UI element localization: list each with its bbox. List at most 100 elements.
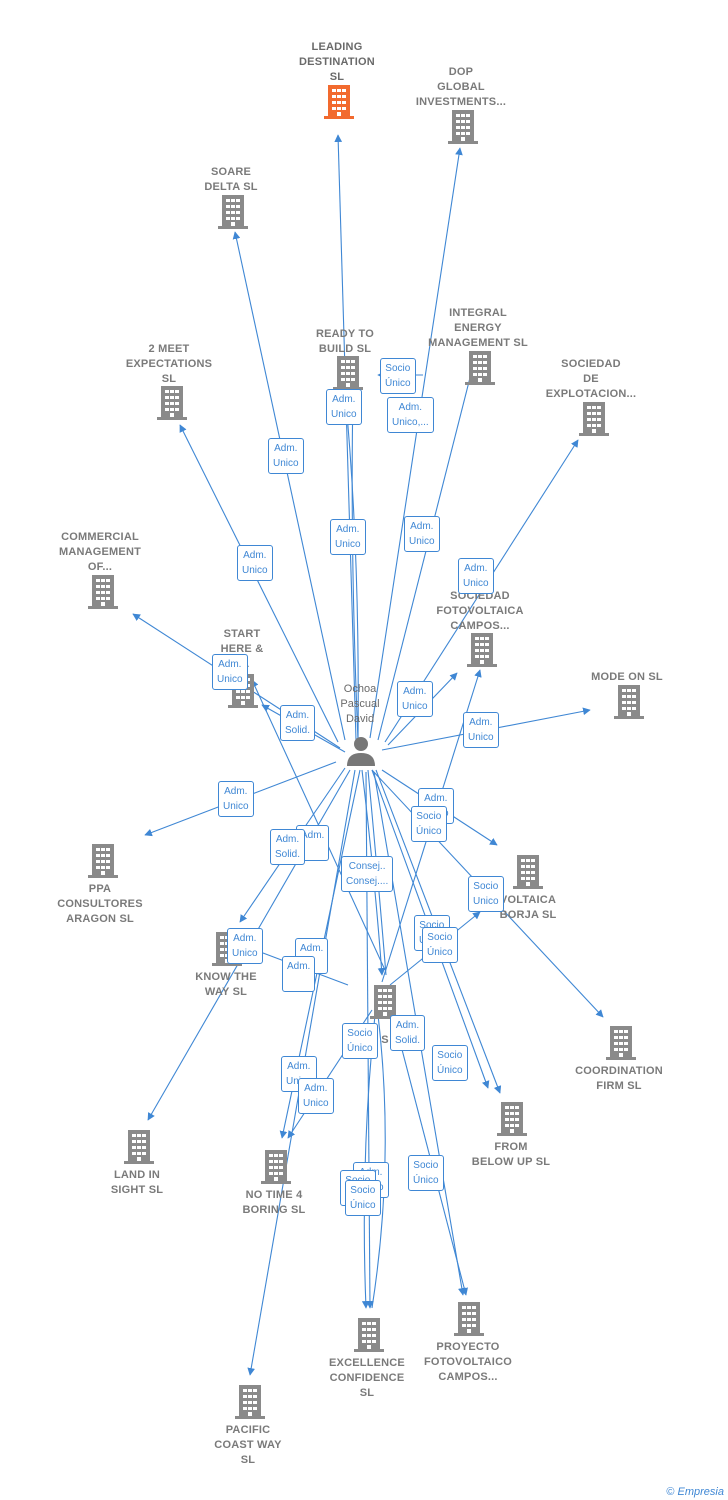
edge-role-label[interactable]: Adm.Unico [397, 681, 433, 717]
company-name-line: ARAGON SL [66, 913, 134, 925]
edge-role-line-2: Unico [223, 801, 249, 812]
company-name-line: BELOW UP SL [471, 1156, 551, 1168]
edge-role-label[interactable]: Adm. Unico [463, 712, 499, 748]
edge-role-line-1: Socio [416, 811, 442, 822]
edge-role-line-1: Adm. [301, 830, 325, 841]
empresia-footer[interactable]: © Empresia [666, 1486, 724, 1498]
building-icon [465, 351, 495, 385]
edge-role-label[interactable]: Adm.Solid. [280, 705, 316, 741]
edge-role-label[interactable]: Adm.Unico [227, 928, 263, 964]
edge-role-label[interactable]: Adm. [282, 956, 316, 992]
company-name-line: GLOBAL [437, 81, 485, 93]
building-icon [157, 386, 187, 420]
company-name-line: OF... [87, 561, 113, 573]
edge-role-line-1: Socio [427, 932, 453, 943]
building-icon [88, 575, 118, 609]
company-name-line: SL [359, 1387, 375, 1399]
edge-role-label[interactable]: Adm.Unico [218, 781, 254, 817]
edge-role-label[interactable]: Adm.Solid. [390, 1015, 426, 1051]
edge-role-line-1: Adm. [469, 717, 493, 728]
company-name-line: LAND IN [113, 1169, 160, 1181]
building-icon [333, 356, 363, 390]
edge-role-line-2: Unico [331, 409, 357, 420]
company-name-line: CAMPOS... [450, 620, 510, 632]
company-name-line: CONSULTORES [57, 898, 143, 910]
edge-role-line-1: Socio [350, 1185, 376, 1196]
edge-role-label[interactable]: Adm.Solid. [270, 829, 306, 865]
building-icon [614, 685, 644, 719]
company-name-line: DESTINATION [299, 56, 375, 68]
company-name-line: PACIFIC [225, 1424, 271, 1436]
company-name-line: SIGHT SL [110, 1184, 164, 1196]
edge-role-line-1: Adm. [332, 394, 356, 405]
building-icon [218, 195, 248, 229]
company-name-line: VOLTAICA [499, 894, 557, 906]
edge-role-line-2: Único [350, 1200, 376, 1211]
building-icon [261, 1150, 291, 1184]
company-name-line: PPA [88, 883, 112, 895]
edge-role-line-1: Adm. [287, 1061, 311, 1072]
edge-role-label[interactable]: Adm.Unico [268, 438, 304, 474]
edge-role-label[interactable]: Adm.Unico [330, 519, 366, 555]
edge-role-line-1: Socio [419, 920, 445, 931]
company-name-line: 2 MEET [148, 343, 190, 355]
company-name-line: CAMPOS... [438, 1371, 498, 1383]
edge-role-line-1: Socio [473, 881, 499, 892]
edge-role-label[interactable]: Adm.Unico [404, 516, 440, 552]
company-name-line: START [223, 628, 261, 640]
building-icon [370, 985, 400, 1019]
edge-role-label[interactable]: Adm. Unico [326, 389, 362, 425]
company-name-line: S [381, 1034, 389, 1046]
building-icon [88, 844, 118, 878]
company-name-line: READY TO [315, 328, 375, 340]
company-name-line: BORING SL [242, 1204, 306, 1216]
edge-role-label[interactable]: Adm.Unico [458, 558, 494, 594]
edge-role-label[interactable]: Adm.Unico [237, 545, 273, 581]
building-icon [235, 1385, 265, 1419]
edge-role-label[interactable]: Consej..Consej.... [341, 856, 394, 892]
company-name-line: KNOW THE [195, 971, 257, 983]
edge-role-line-2: Unico [232, 948, 258, 959]
edge-role-line-1: Socio [413, 1160, 439, 1171]
edge-role-line-2: Solid. [285, 725, 311, 736]
edge-line [179, 424, 339, 743]
edge-line [232, 231, 346, 741]
edge-role-line-1: Adm. [464, 563, 488, 574]
edge-role-line-1: Adm. [336, 524, 360, 535]
edge-role-label[interactable]: Adm.Unico [212, 654, 248, 690]
person-name-line-3: David [345, 713, 375, 725]
company-name-line: COMMERCIAL [61, 531, 139, 543]
edge-role-label[interactable]: Adm.Unico [298, 1078, 334, 1114]
person-node[interactable]: Ochoa Pascual David [320, 682, 400, 772]
edge-role-line-2: Unico [468, 732, 494, 743]
edge-role-line-1: Adm. [287, 961, 311, 972]
company-name-line: NO TIME 4 [245, 1189, 303, 1201]
edge-role-line-1: Adm. [275, 834, 300, 845]
edge-role-line-1: Socio [437, 1050, 463, 1061]
edge-role-line-2: Unico [402, 701, 428, 712]
edge-role-label[interactable]: Adm.Unico,... [387, 397, 434, 433]
company-name-line: SOCIEDAD [561, 358, 621, 370]
building-icon [497, 1102, 527, 1136]
edge-role-line-2: Unico [273, 458, 299, 469]
company-name-line: FIRM SL [596, 1080, 642, 1092]
company-name-line: SL [329, 71, 345, 83]
company-name-line: SL [240, 1454, 256, 1466]
edge-role-line-1: Adm. [304, 1083, 328, 1094]
company-name-line: PROYECTO [436, 1341, 500, 1353]
edge-role-line-2: Único [413, 1175, 439, 1186]
edge-line [369, 147, 463, 739]
building-icon [448, 110, 478, 144]
building-icon [513, 855, 543, 889]
company-name-line: MANAGEMENT [58, 546, 142, 558]
company-name-line: DOP [448, 66, 474, 78]
company-name-line: COORDINATION [575, 1065, 663, 1077]
